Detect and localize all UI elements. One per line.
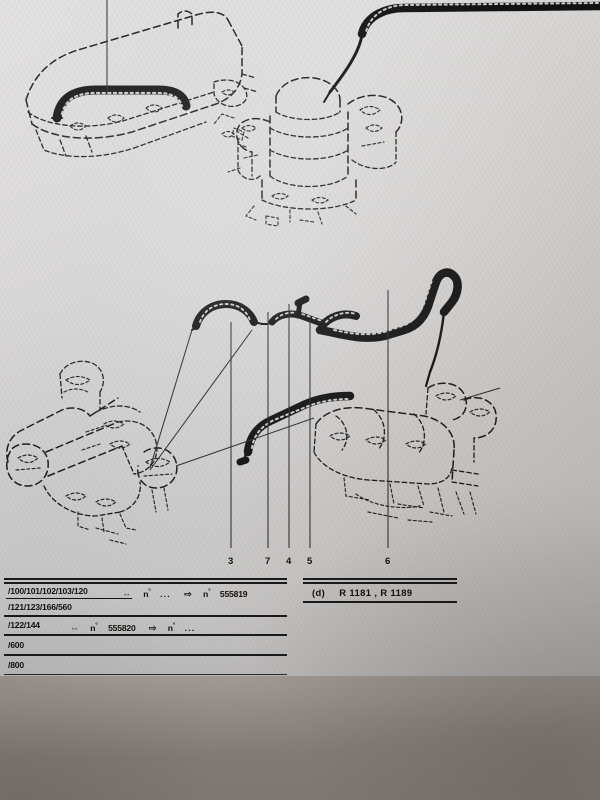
degree-sign: ° xyxy=(172,622,176,629)
callout-number-3: 3 xyxy=(228,556,234,567)
number-abbrev: n° xyxy=(203,588,211,599)
right-arrow-icon: ⇨ xyxy=(184,589,192,600)
table-rule xyxy=(4,634,287,636)
degree-sign: ° xyxy=(208,588,211,595)
hose-6 xyxy=(315,268,462,388)
degree-sign: ° xyxy=(95,622,98,629)
inlet-manifold-outline xyxy=(313,382,497,523)
code-underline xyxy=(6,598,132,599)
parts-table-right: (d) R 1181 , R 1189 xyxy=(303,578,457,603)
part-code: /122/144 xyxy=(8,620,40,630)
rocker-cover-outline xyxy=(25,10,259,158)
assembly-leader-lines xyxy=(149,329,501,471)
degree-sign: ° xyxy=(148,588,151,595)
bidirectional-arrow-icon: ⇔ xyxy=(70,623,79,634)
table-row: /600 xyxy=(4,636,287,654)
table-rule xyxy=(4,654,287,656)
number-abbrev: n° xyxy=(143,588,151,599)
part-number-to: ... xyxy=(184,622,196,633)
hose-3 xyxy=(191,300,263,331)
number-abbrev: n° xyxy=(167,622,176,633)
part-code: /800 xyxy=(8,660,24,670)
variant-marker: (d) xyxy=(312,587,326,598)
bracket-detail-right xyxy=(231,127,247,148)
model-list: R 1181 , R 1189 xyxy=(339,587,413,598)
right-table-top-rule xyxy=(303,578,457,580)
part-number-from: ... xyxy=(160,588,171,599)
part-code-secondary: /121/123/166/560 xyxy=(8,602,72,612)
table-bottom-rule xyxy=(4,674,287,675)
callout-number-5: 5 xyxy=(307,556,313,567)
vacuum-hose-carb-top xyxy=(323,1,600,103)
part-number-to: 555819 xyxy=(219,588,248,599)
part-number-from: 555820 xyxy=(108,622,136,633)
table-row-subcode: /121/123/166/560 xyxy=(4,600,287,615)
table-row: /100/101/102/103/120 ⇔ n° ... ⇨ n° 55581… xyxy=(4,584,287,600)
table-row: /122/144 ⇔ n° 555820 ⇨ n° ... xyxy=(4,617,287,634)
desk-surface xyxy=(0,676,600,800)
table-row: (d) R 1181 , R 1189 xyxy=(303,584,457,601)
hose-4 xyxy=(236,391,355,466)
number-abbrev: n° xyxy=(90,622,98,633)
callout-number-4: 4 xyxy=(286,556,292,567)
right-table-top-rule-2 xyxy=(303,582,457,584)
table-top-rule-2 xyxy=(4,582,287,584)
breather-hose-top xyxy=(51,85,191,123)
right-table-bottom-rule xyxy=(303,601,457,603)
table-row: /800 xyxy=(4,656,287,674)
parts-table-left: /100/101/102/103/120 ⇔ n° ... ⇨ n° 55581… xyxy=(4,578,287,675)
catalogue-page: .dash { fill:none; stroke:#1b1b1b; strok… xyxy=(0,0,600,678)
water-pump-housing-outline xyxy=(5,360,178,545)
carburettor-outline xyxy=(213,76,403,227)
callout-leader-lines xyxy=(230,290,389,548)
row-icon-sequence: ⇔ n° ... ⇨ n° 555819 xyxy=(122,584,248,602)
table-rule xyxy=(4,615,287,617)
hose-routing-illustration: .dash { fill:none; stroke:#1b1b1b; strok… xyxy=(5,0,600,548)
bidirectional-arrow-icon: ⇔ xyxy=(122,589,131,600)
row-icon-sequence: ⇔ n° 555820 ⇨ n° ... xyxy=(70,617,195,637)
table-top-rule xyxy=(4,578,287,580)
callout-number-6: 6 xyxy=(385,556,391,567)
tee-piece-7 xyxy=(261,295,328,328)
hose-5 xyxy=(318,310,360,330)
callout-number-7: 7 xyxy=(265,556,271,567)
part-code: /100/101/102/103/120 xyxy=(8,586,88,596)
right-arrow-icon: ⇨ xyxy=(148,623,157,634)
part-code: /600 xyxy=(8,640,24,650)
